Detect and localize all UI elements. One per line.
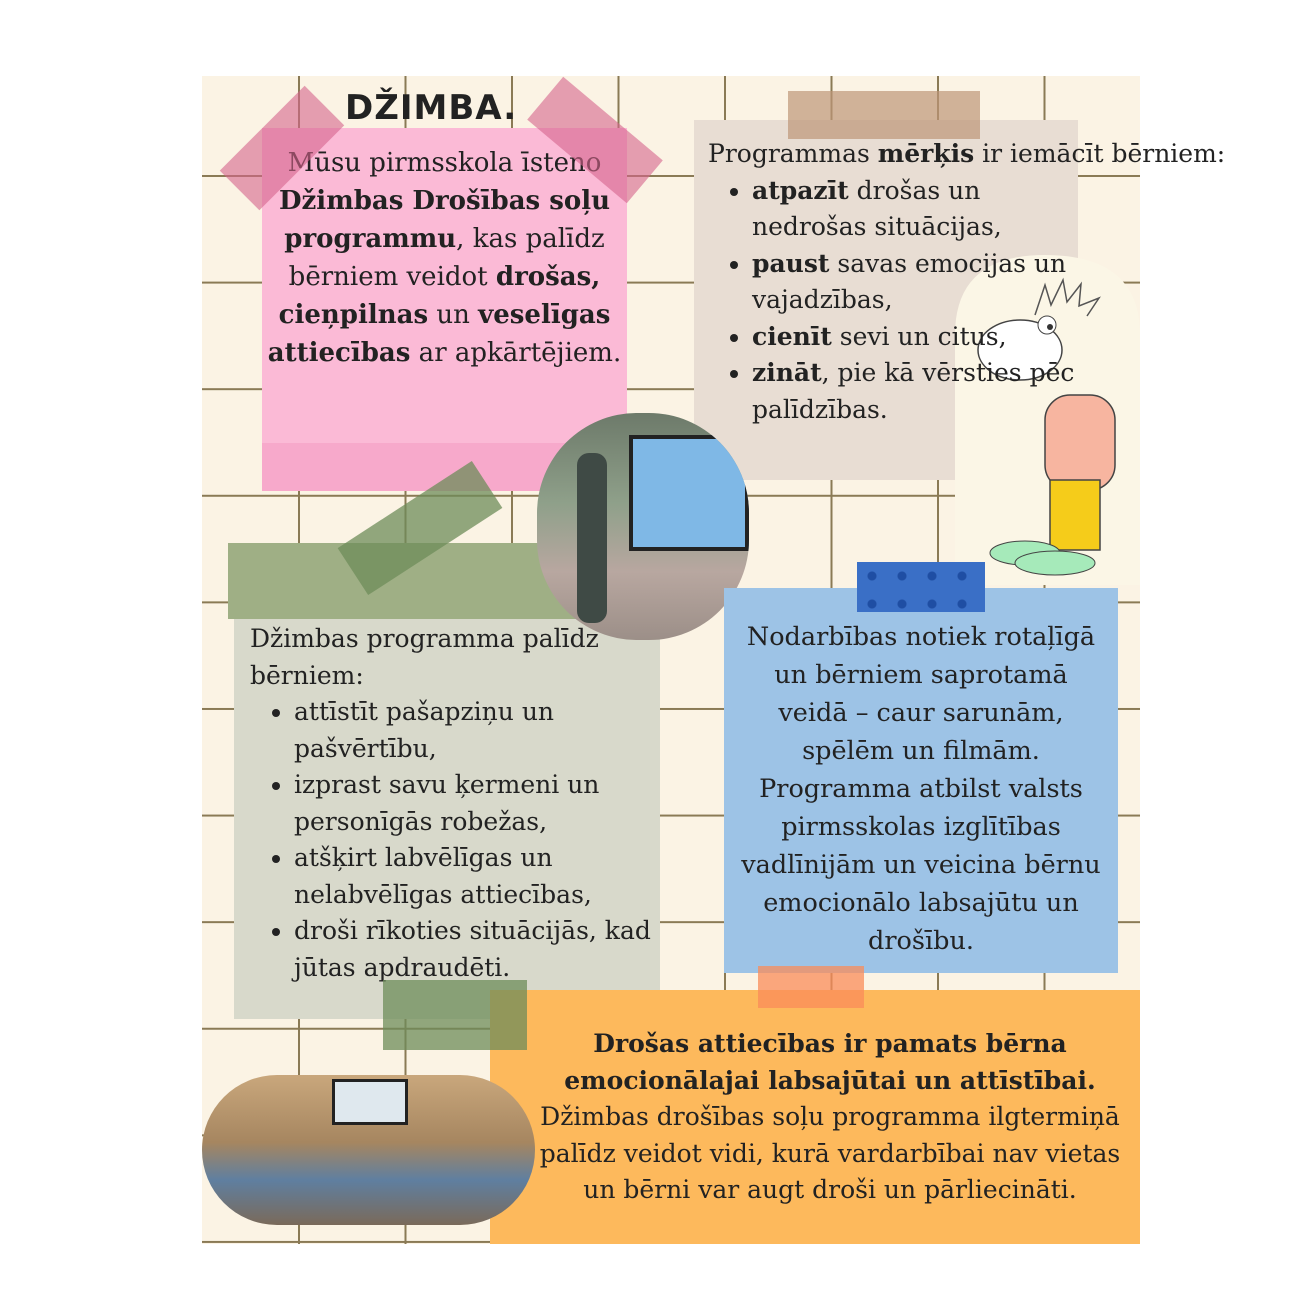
activities-text: Nodarbības notiek rotaļīgā un bērniem sa… (741, 622, 1101, 956)
classroom-photo-children (202, 1075, 535, 1225)
goal-item: zināt, pie kā vērsties pēc palīdzības. (752, 355, 1082, 428)
blue-dotted-tape (857, 562, 985, 612)
classroom-photo-teacher (537, 413, 749, 640)
helps-item: attīstīt pašapziņu un pašvērtību, (294, 694, 660, 767)
goal-item: atpazīt drošas un nedrošas situācijas, (752, 173, 1082, 246)
helps-lead: Džimbas programma palīdz bērniem: (250, 624, 599, 690)
activities-note: Nodarbības notiek rotaļīgā un bērniem sa… (724, 588, 1118, 973)
green-tape-bottom (383, 980, 527, 1050)
goals-lead: Programmas mērķis ir iemācīt bērniem: (708, 139, 1226, 168)
orange-tape (758, 966, 864, 1008)
cartoon-character-illustration (955, 255, 1140, 585)
helps-item: droši rīkoties situācijās, kad jūtas apd… (294, 913, 660, 986)
helps-list: attīstīt pašapziņu un pašvērtību, izpras… (250, 694, 660, 986)
intro-note: Mūsu pirmsskola īsteno Džimbas Drošības … (262, 128, 627, 443)
goal-item: paust savas emocijas un vajadzības, (752, 246, 1082, 319)
helps-item: atšķirt labvēlīgas un nelabvēlīgas attie… (294, 840, 660, 913)
page-title: DŽIMBA. (345, 88, 518, 128)
brown-tape (788, 91, 980, 139)
helps-note: Džimbas programma palīdz bērniem: attīst… (234, 619, 660, 1019)
goal-item: cienīt sevi un citus, (752, 319, 1082, 356)
summary-text: Džimbas drošības soļu programma ilgtermi… (539, 1102, 1121, 1204)
summary-note: Drošas attiecības ir pamats bērna emocio… (490, 990, 1140, 1244)
helps-item: izprast savu ķermeni un personīgās robež… (294, 767, 660, 840)
goals-list: atpazīt drošas un nedrošas situācijas, p… (708, 173, 1082, 429)
intro-text: Mūsu pirmsskola īsteno Džimbas Drošības … (267, 148, 622, 368)
goals-note: Programmas mērķis ir iemācīt bērniem: at… (694, 120, 1226, 480)
summary-bold: Drošas attiecības ir pamats bērna emocio… (564, 1029, 1096, 1095)
